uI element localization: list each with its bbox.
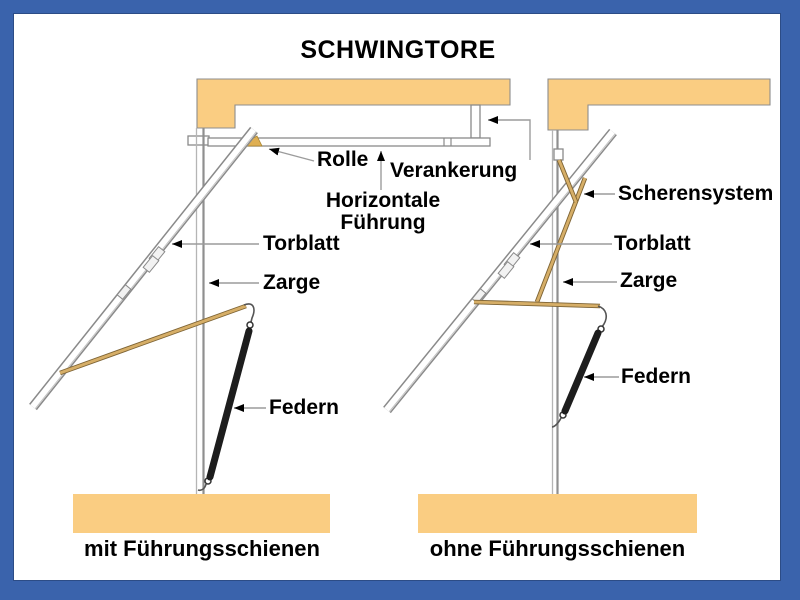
label-federn-right: Federn: [621, 365, 692, 388]
caption-left: mit Führungsschienen: [84, 536, 320, 561]
left-frame-zarge: [195, 128, 205, 494]
anchor-bracket: [470, 104, 481, 139]
right-door-leaf: [383, 128, 617, 414]
right-spring: [551, 305, 608, 428]
arrow-rolle: [268, 147, 315, 162]
left-spring: [197, 303, 255, 492]
left-floor: [73, 494, 330, 533]
caption-right: ohne Führungsschienen: [429, 536, 686, 561]
left-lever-arm: [59, 303, 247, 376]
label-torblatt-left: Torblatt: [263, 232, 340, 255]
label-horizontale-fuehrung-line2: Führung: [340, 211, 426, 235]
label-scherensystem: Scherensystem: [618, 182, 774, 205]
figure-background: [13, 13, 781, 581]
arrow-verankerung: [488, 116, 531, 160]
scissor-system: [534, 159, 588, 303]
horizontal-track: [187, 135, 491, 147]
right-frame-zarge: [551, 130, 564, 494]
left-door-leaf: [29, 126, 258, 411]
right-floor: [418, 494, 697, 533]
label-rolle: Rolle: [317, 148, 369, 171]
leader-arrows: [172, 116, 619, 412]
label-horizontale-fuehrung-line1: Horizontale: [325, 189, 441, 212]
figure-title: SCHWINGTORE: [300, 36, 496, 64]
label-torblatt-right: Torblatt: [614, 232, 691, 255]
left-lintel: [196, 78, 511, 129]
right-lever-arm: [473, 299, 601, 309]
label-zarge-left: Zarge: [263, 271, 321, 294]
label-verankerung: Verankerung: [390, 159, 518, 182]
label-horizontale-fuehrung: Horizontale Führung: [322, 189, 444, 235]
right-lintel: [547, 78, 771, 131]
label-zarge-right: Zarge: [620, 269, 678, 292]
label-federn-left: Federn: [269, 396, 340, 419]
